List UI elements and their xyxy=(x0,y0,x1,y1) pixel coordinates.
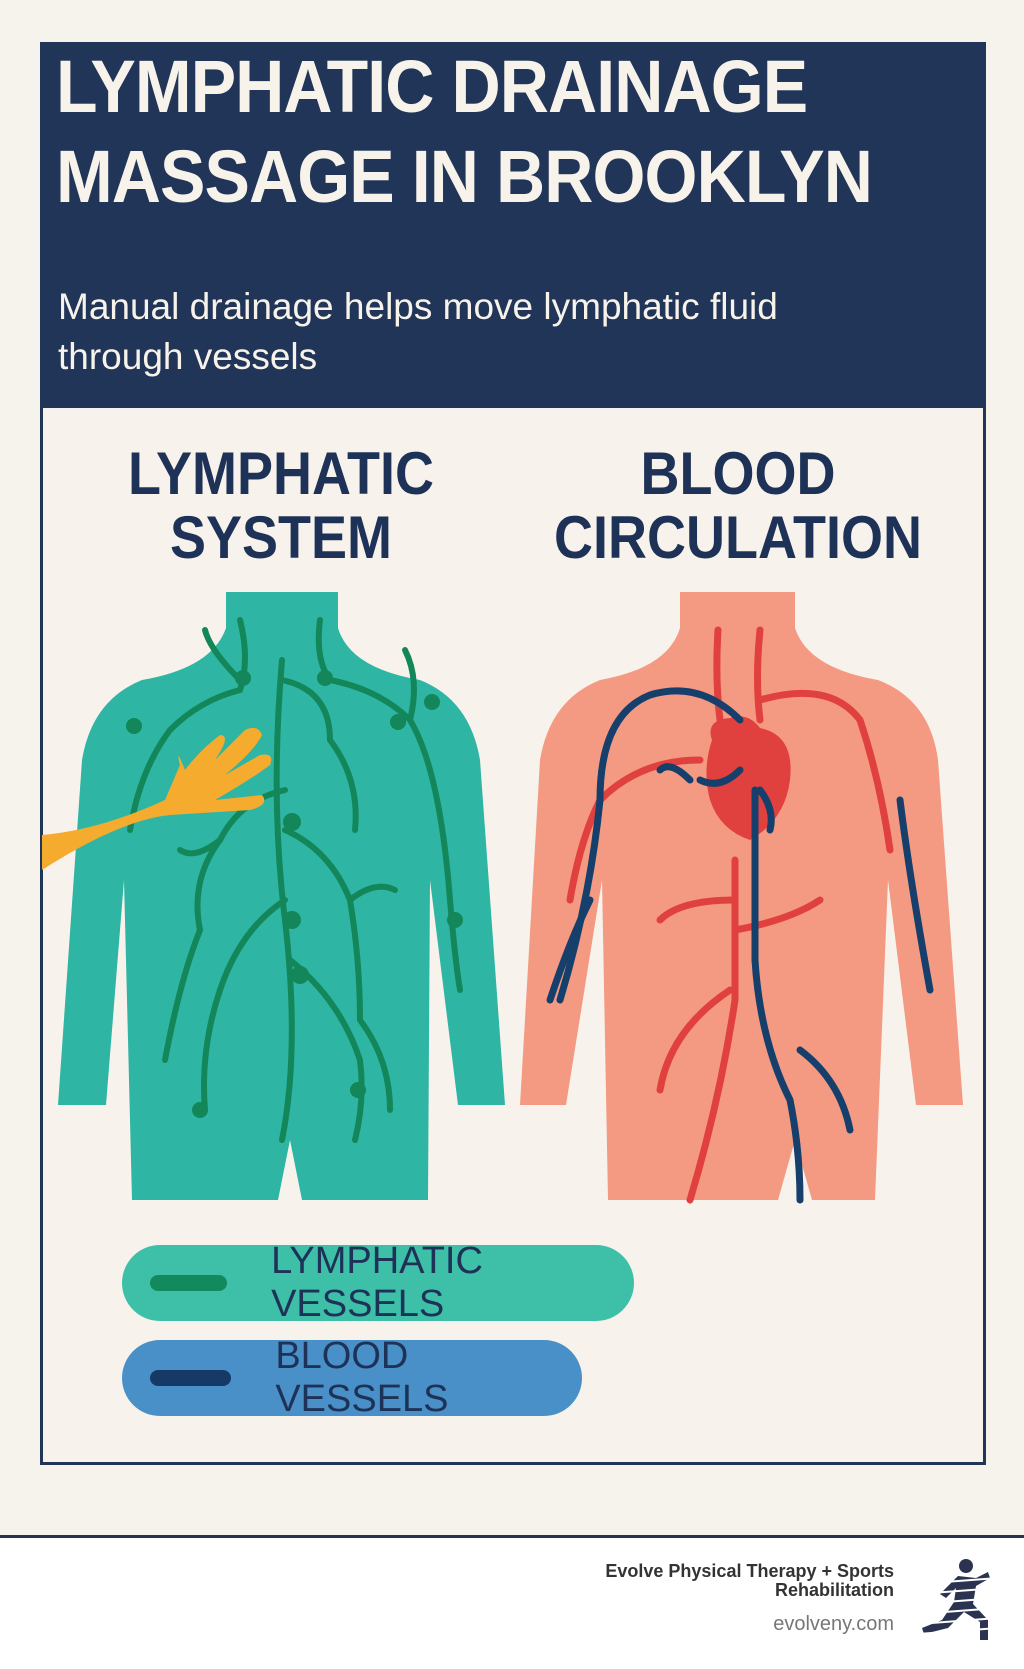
blood-swatch xyxy=(150,1370,232,1386)
title-line-1: LYMPHATIC DRAINAGE xyxy=(56,45,808,128)
website-link[interactable]: evolveny.com xyxy=(773,1613,894,1635)
legend-label: LYMPHATIC VESSELS xyxy=(271,1240,483,1325)
heading-line: CIRCULATION xyxy=(554,504,922,571)
subtitle: Manual drainage helps move lymphatic flu… xyxy=(58,282,778,382)
company-name: Evolve Physical Therapy + Sports Rehabil… xyxy=(605,1562,894,1600)
hand-icon xyxy=(42,727,272,870)
company-line: Evolve Physical Therapy + Sports xyxy=(605,1561,894,1581)
runner-logo-icon xyxy=(918,1559,998,1640)
heading-line: SYSTEM xyxy=(169,504,393,571)
heading-line: BLOOD xyxy=(640,440,836,507)
page-title: LYMPHATIC DRAINAGE MASSAGE IN BROOKLYN xyxy=(56,42,873,222)
legend-lymphatic-vessels: LYMPHATIC VESSELS xyxy=(122,1240,634,1325)
title-line-2: MASSAGE IN BROOKLYN xyxy=(56,135,873,218)
subtitle-line-1: Manual drainage helps move lymphatic flu… xyxy=(58,286,778,327)
lymphatic-swatch xyxy=(150,1275,228,1291)
subtitle-line-2: through vessels xyxy=(58,336,318,377)
footer: Evolve Physical Therapy + Sports Rehabil… xyxy=(0,1535,1024,1669)
heading-line: LYMPHATIC xyxy=(127,440,435,507)
blood-body-illustration xyxy=(520,592,963,1204)
legend-blood-vessels: BLOOD VESSELS xyxy=(122,1335,582,1420)
lymphatic-body-illustration xyxy=(42,592,505,1200)
header-banner xyxy=(40,42,986,410)
blood-circulation-heading: BLOOD CIRCULATION xyxy=(531,442,945,570)
company-line: Rehabilitation xyxy=(774,1580,894,1600)
legend-label: BLOOD VESSELS xyxy=(275,1335,449,1420)
lymphatic-system-heading: LYMPHATIC SYSTEM xyxy=(74,442,488,570)
